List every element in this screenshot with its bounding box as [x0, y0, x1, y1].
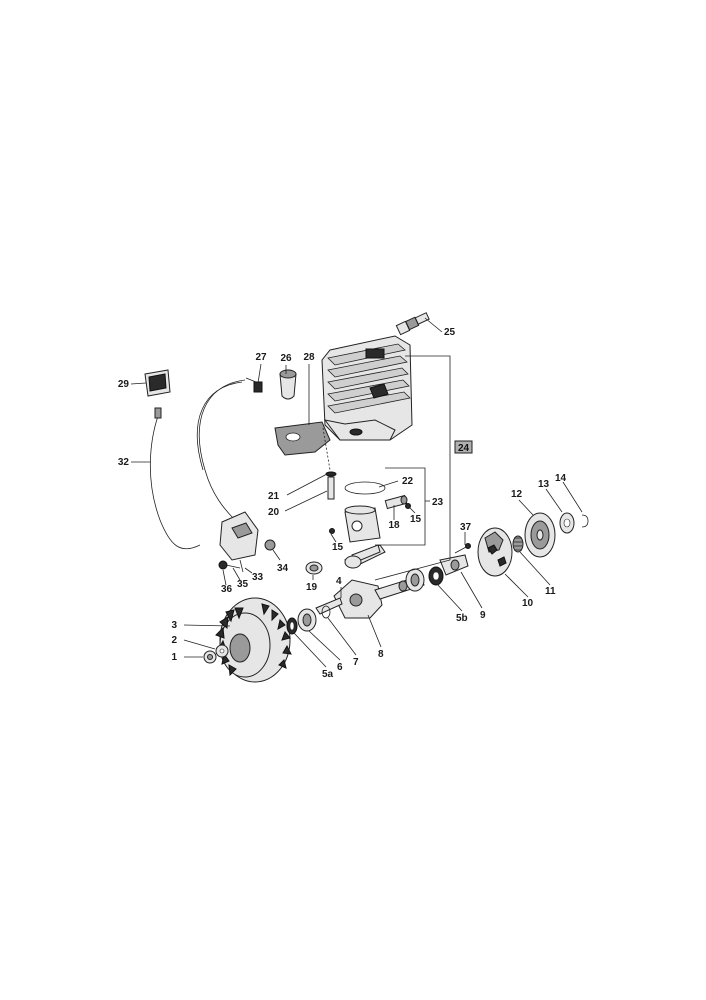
oil-seal-left: [286, 617, 298, 635]
label-3: 3: [171, 620, 177, 631]
clamp: [245, 377, 263, 393]
label-2: 2: [171, 635, 177, 646]
e-clip: [581, 514, 589, 528]
label-37: 37: [460, 522, 472, 533]
bearing-right: [398, 566, 444, 592]
needle-bearing: [305, 561, 323, 575]
screw-37: [454, 543, 471, 554]
flywheel: [215, 597, 292, 683]
flywheel-washer: [215, 644, 229, 658]
cylinder-port: [365, 348, 385, 359]
part-labels: 1 2 3 4 5a 6 7 8 5b 9 10 11 12 13 14 15 …: [118, 327, 567, 680]
label-24: 24: [458, 443, 470, 454]
label-box-24: [454, 440, 473, 454]
label-36: 36: [221, 584, 233, 595]
connecting-rod: [344, 544, 381, 569]
piston-ring: [344, 481, 386, 495]
label-18: 18: [388, 520, 400, 531]
label-34: 34: [277, 563, 289, 574]
ground-wire: [149, 415, 201, 550]
label-4: 4: [336, 576, 342, 587]
flywheel-nut: [203, 650, 217, 664]
washer-13: [559, 512, 575, 534]
label-5a: 5a: [322, 669, 334, 680]
piston-pin: [384, 494, 408, 510]
circlip-15-right: [405, 503, 411, 509]
label-19: 19: [306, 582, 318, 593]
label-20: 20: [268, 507, 280, 518]
clutch: [477, 527, 513, 577]
label-27: 27: [255, 352, 267, 363]
label-14: 14: [555, 473, 567, 484]
label-9: 9: [480, 610, 486, 621]
coil-screw: [218, 560, 241, 570]
label-26: 26: [280, 353, 292, 364]
ignition-coil: [219, 511, 259, 573]
label-15-left: 15: [332, 542, 344, 553]
label-28: 28: [303, 352, 315, 363]
stop-switch: [144, 369, 171, 397]
label-25: 25: [444, 327, 456, 338]
label-29: 29: [118, 379, 130, 390]
label-8: 8: [378, 649, 384, 660]
cylinder-gasket: [274, 421, 331, 471]
exhaust-port: [369, 383, 389, 399]
clutch-drum: [524, 512, 556, 558]
label-7: 7: [353, 657, 359, 668]
oil-pump-worm: [439, 554, 469, 576]
ignition-lead: [198, 379, 246, 521]
label-15-right: 15: [410, 514, 422, 525]
label-5b: 5b: [456, 613, 468, 624]
label-11: 11: [545, 586, 556, 597]
label-10: 10: [522, 598, 534, 609]
assembly-bracket-24: [374, 355, 473, 581]
bearing-left: [297, 608, 317, 632]
label-12: 12: [511, 489, 523, 500]
label-6: 6: [337, 662, 343, 673]
circlip-left: [321, 605, 331, 619]
label-1: 1: [171, 652, 177, 663]
assembly-bracket-23: [375, 467, 430, 546]
wire-terminal: [154, 407, 162, 419]
label-35: 35: [237, 579, 249, 590]
cylinder-bolt: [325, 471, 337, 500]
cylinder: [321, 335, 413, 441]
label-32: 32: [118, 457, 130, 468]
circlip-15-left: [329, 528, 335, 534]
label-23: 23: [432, 497, 444, 508]
intake-manifold: [279, 369, 297, 400]
label-22: 22: [402, 476, 414, 487]
label-13: 13: [538, 479, 550, 490]
clutch-needle-bearing: [512, 535, 524, 553]
leader-lines: [130, 317, 583, 668]
nut-34: [264, 539, 276, 551]
label-21: 21: [268, 491, 280, 502]
piston: [344, 505, 381, 543]
spark-plug: [395, 312, 430, 336]
label-33: 33: [252, 572, 264, 583]
